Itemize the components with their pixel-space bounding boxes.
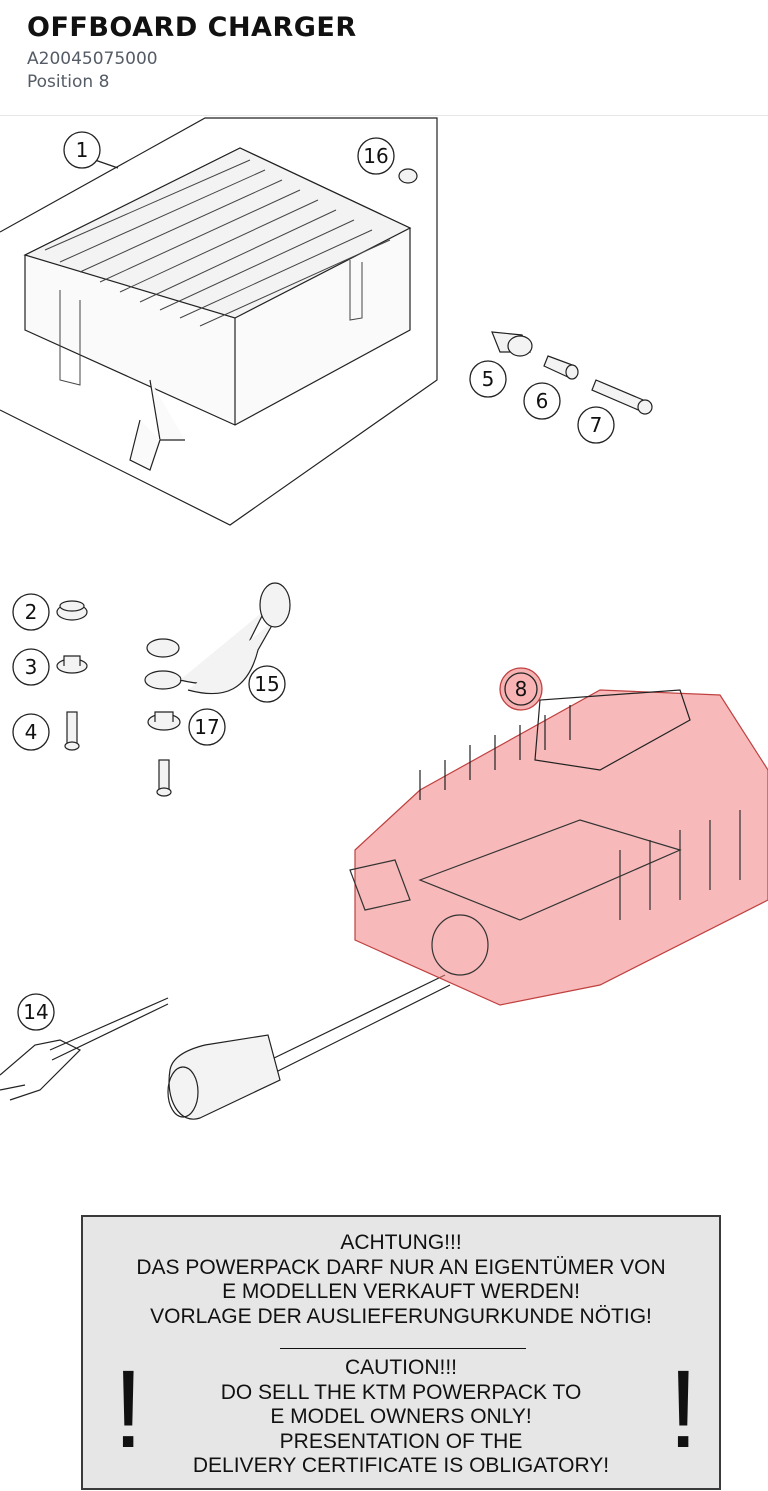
warning-en-line-1: CAUTION!!! — [344, 1356, 457, 1379]
cable-14 — [0, 974, 451, 1120]
position-label: Position 8 — [27, 72, 110, 92]
page-title: OFFBOARD CHARGER — [27, 12, 357, 43]
charger-housing — [23, 147, 412, 471]
svg-text:17: 17 — [194, 715, 219, 739]
svg-text:7: 7 — [590, 413, 603, 437]
page-header: OFFBOARD CHARGER A20045075000 Position 8 — [0, 0, 768, 116]
exploded-parts-diagram: 1 16 5 6 7 2 3 4 15 17 8 14 — [0, 117, 768, 1120]
callout-14: 14 — [17, 993, 55, 1031]
warning-en-line-3: E MODEL OWNERS ONLY! — [270, 1405, 532, 1428]
svg-text:16: 16 — [363, 144, 388, 168]
powerpack-8 — [349, 689, 768, 1006]
svg-text:6: 6 — [536, 389, 549, 413]
svg-text:4: 4 — [25, 720, 38, 744]
warning-divider — [280, 1348, 526, 1349]
callouts: 1 16 5 6 7 2 3 4 15 17 8 14 — [12, 131, 615, 1031]
plug-16 — [398, 168, 418, 184]
svg-text:8: 8 — [515, 677, 528, 701]
svg-text:1: 1 — [76, 138, 89, 162]
warning-en-line-5: DELIVERY CERTIFICATE IS OBLIGATORY! — [192, 1454, 610, 1477]
warning-de-line-4: VORLAGE DER AUSLIEFERUNGURKUNDE NÖTIG! — [150, 1304, 652, 1328]
callout-15: 15 — [248, 665, 286, 703]
svg-text:14: 14 — [23, 1000, 48, 1024]
cap-15-17 — [144, 582, 291, 797]
parts-5-6-7 — [491, 331, 653, 415]
svg-text:3: 3 — [25, 655, 38, 679]
svg-text:2: 2 — [25, 600, 38, 624]
callout-8-highlighted: 8 — [499, 667, 543, 711]
warning-de-line-2: DAS POWERPACK DARF NUR AN EIGENTÜMER VON — [136, 1255, 666, 1279]
callout-7: 7 — [577, 406, 615, 444]
callout-4: 4 — [12, 713, 50, 751]
grommets-2-3-4 — [56, 600, 88, 751]
warning-de-line-1: ACHTUNG!!! — [340, 1231, 462, 1254]
callout-16: 16 — [357, 137, 395, 175]
svg-text:5: 5 — [482, 367, 495, 391]
warning-de-line-3: E MODELLEN VERKAUFT WERDEN! — [222, 1280, 580, 1303]
callout-5: 5 — [469, 360, 507, 398]
svg-text:15: 15 — [254, 672, 279, 696]
callout-1: 1 — [63, 131, 101, 169]
callout-17: 17 — [188, 708, 226, 746]
callout-2: 2 — [12, 593, 50, 631]
exclamation-left-icon: ! — [113, 1348, 144, 1471]
assembly-frame — [0, 117, 438, 526]
warning-en-line-2: DO SELL THE KTM POWERPACK TO — [220, 1380, 582, 1404]
callout-3: 3 — [12, 648, 50, 686]
part-number: A20045075000 — [27, 49, 158, 69]
exclamation-right-icon: ! — [668, 1348, 699, 1471]
warning-box: ACHTUNG!!! DAS POWERPACK DARF NUR AN EIG… — [81, 1215, 721, 1490]
callout-6: 6 — [523, 382, 561, 420]
warning-en-line-4: PRESENTATION OF THE — [279, 1429, 523, 1453]
